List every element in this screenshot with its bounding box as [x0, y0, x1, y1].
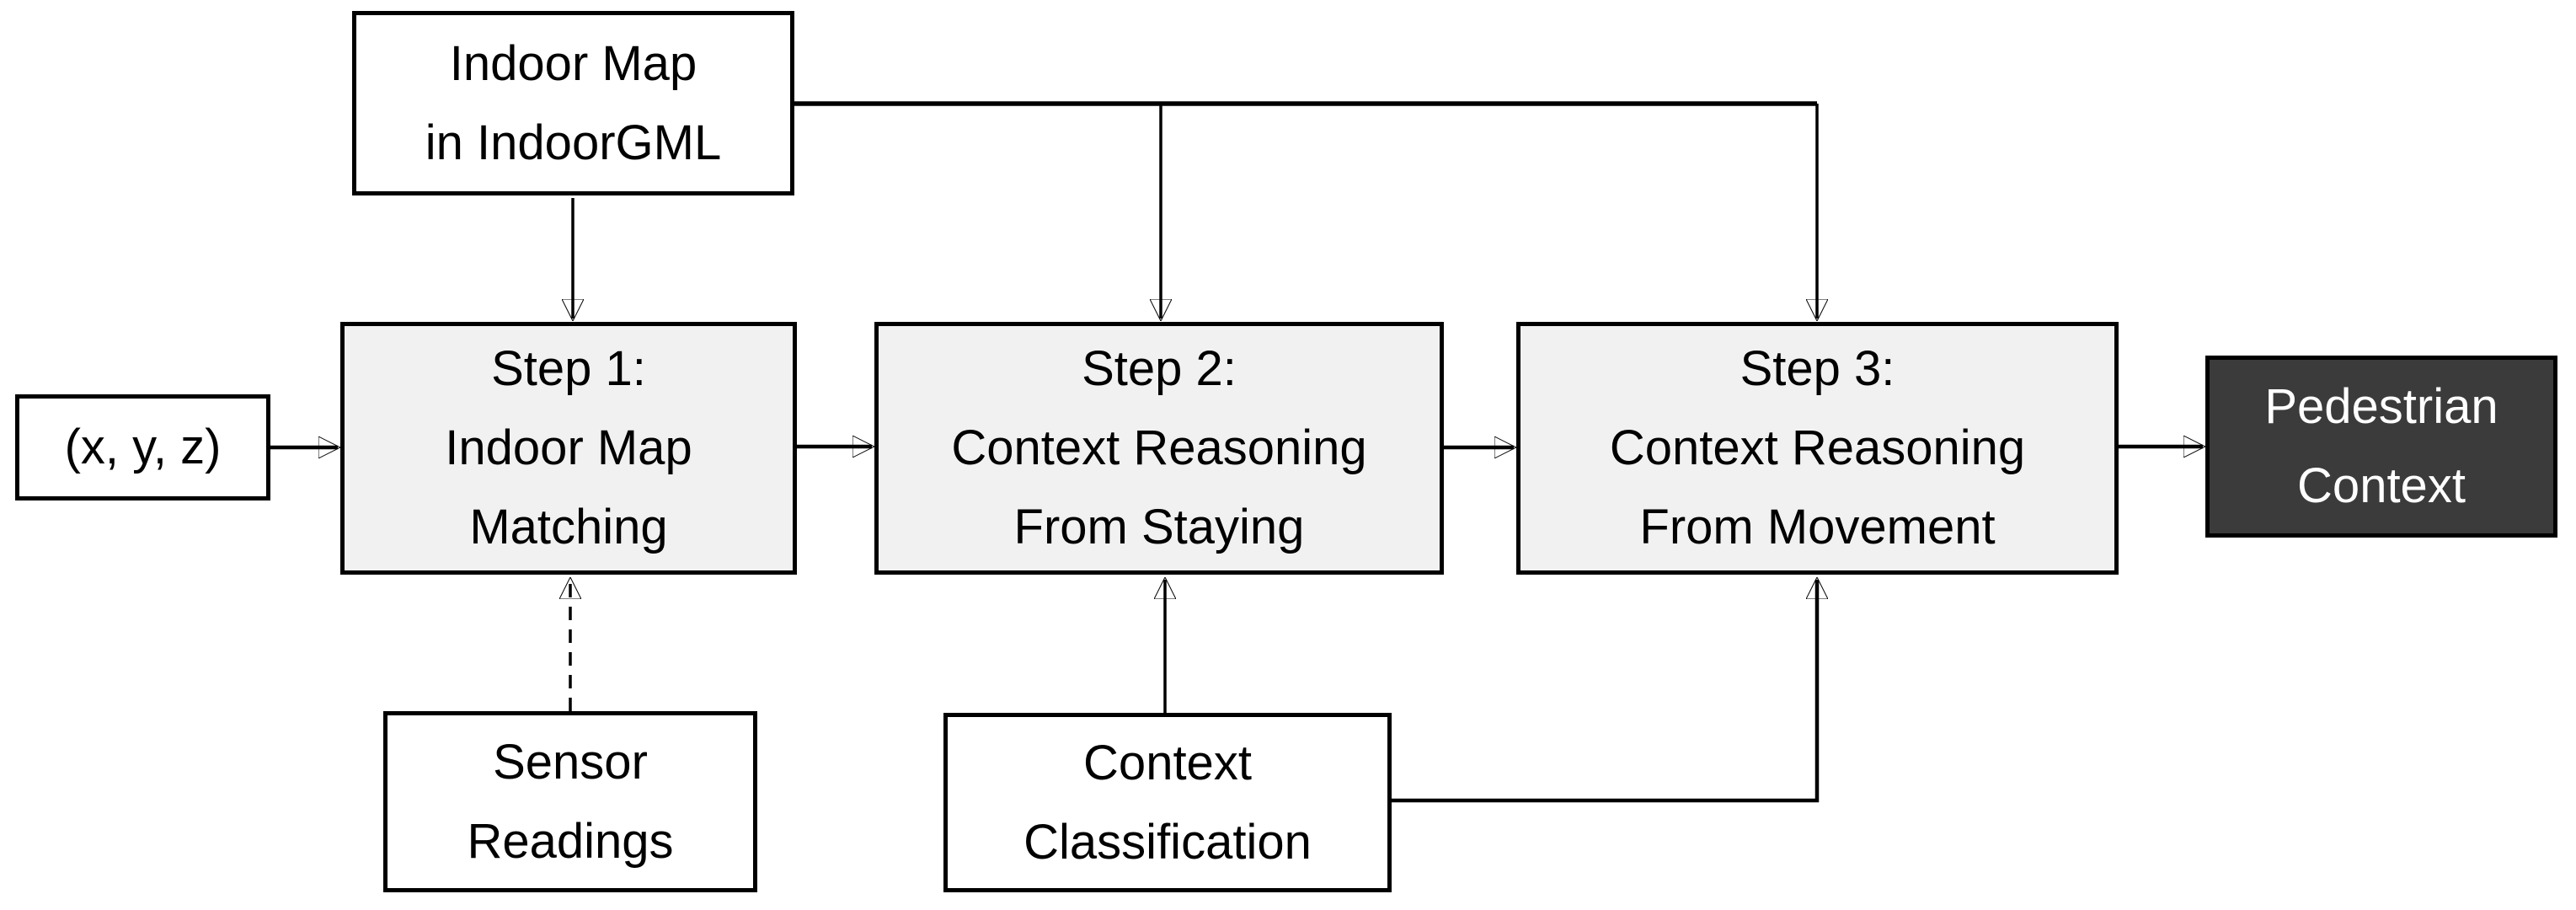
node-step2-context-reasoning-staying: Step 2: Context Reasoning From Staying [874, 322, 1444, 575]
node-indoor-map: Indoor Map in IndoorGML [352, 11, 794, 195]
node-sensor-readings-label: Sensor Readings [467, 734, 674, 869]
node-step2-label: Step 2: Context Reasoning From Staying [951, 341, 1367, 554]
node-context-classification-label: Context Classification [1023, 735, 1312, 870]
node-sensor-readings: Sensor Readings [383, 711, 757, 892]
node-step3-context-reasoning-movement: Step 3: Context Reasoning From Movement [1516, 322, 2119, 575]
node-pedestrian-context-label: Pedestrian Context [2264, 379, 2499, 513]
node-context-classification: Context Classification [943, 713, 1392, 892]
node-xyz-input: (x, y, z) [15, 394, 270, 500]
node-indoor-map-label: Indoor Map in IndoorGML [425, 35, 722, 170]
node-step1-indoor-map-matching: Step 1: Indoor Map Matching [340, 322, 797, 575]
node-pedestrian-context: Pedestrian Context [2205, 356, 2557, 538]
node-step3-label: Step 3: Context Reasoning From Movement [1609, 341, 2026, 554]
node-xyz-input-label: (x, y, z) [64, 420, 222, 474]
node-step1-label: Step 1: Indoor Map Matching [445, 341, 692, 554]
edge-context-classification-to-step3 [1392, 580, 1817, 803]
